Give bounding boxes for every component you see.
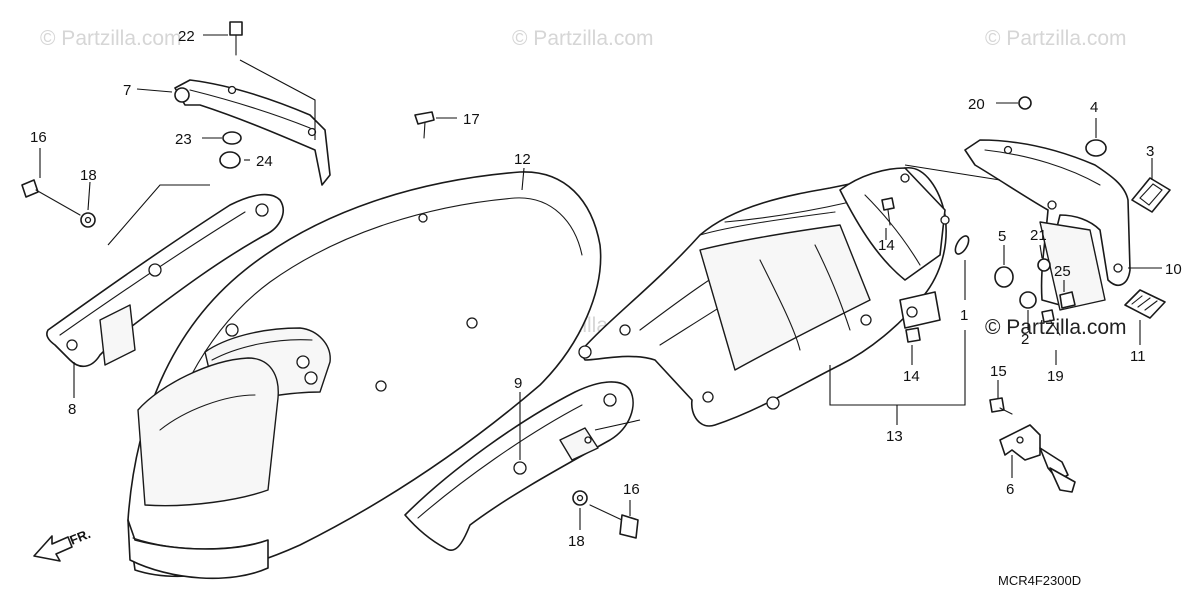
- callout-22: 22: [178, 28, 195, 45]
- watermark-top-left: © Partzilla.com: [40, 27, 182, 50]
- fender-stay-part-9: [404, 381, 634, 551]
- callout-1: 1: [960, 307, 968, 324]
- front-direction-arrow: FR.: [33, 526, 93, 562]
- callout-9: 9: [514, 375, 522, 392]
- callout-12: 12: [514, 151, 531, 168]
- front-arrow-icon: [33, 535, 73, 562]
- watermark-right: © Partzilla.com: [985, 316, 1127, 339]
- callout-24: 24: [256, 153, 273, 170]
- rubber-pad-part-3: [1131, 177, 1171, 213]
- diagram-code: MCR4F2300D: [998, 573, 1081, 588]
- front-arrow-label: FR.: [68, 526, 93, 548]
- rear-bracket-part-10: [964, 139, 1131, 311]
- callout-14-upper: 14: [878, 237, 895, 254]
- callout-15: 15: [990, 363, 1007, 380]
- fasteners: [21, 21, 1107, 539]
- callout-3: 3: [1146, 143, 1154, 160]
- callout-20: 20: [968, 96, 985, 113]
- callout-labels: 22 7 23 24 16 18 8 17 12 9 16 18 14 14 1…: [30, 28, 1182, 550]
- inner-fender-part-13: [578, 167, 950, 427]
- callout-11: 11: [1130, 348, 1146, 365]
- callout-10: 10: [1165, 261, 1182, 278]
- callout-5: 5: [998, 228, 1006, 245]
- rear-fender-part-12: [127, 171, 602, 580]
- callout-4: 4: [1090, 99, 1098, 116]
- callout-18-left: 18: [80, 167, 97, 184]
- callout-6: 6: [1006, 481, 1014, 498]
- callout-21: 21: [1030, 227, 1047, 244]
- fender-stay-part-8: [46, 193, 284, 368]
- callout-23: 23: [175, 131, 192, 148]
- callout-2: 2: [1021, 331, 1029, 348]
- callout-14-lower: 14: [903, 368, 920, 385]
- callout-7: 7: [123, 82, 131, 99]
- callout-18-bottom: 18: [568, 533, 585, 550]
- callout-16-bottom: 16: [623, 481, 640, 498]
- callout-8: 8: [68, 401, 76, 418]
- watermark-top-center: © Partzilla.com: [512, 27, 654, 50]
- callout-13: 13: [886, 428, 903, 445]
- bracket-part-7: [174, 79, 331, 186]
- leader-lines: [39, 34, 1162, 530]
- callout-16-left: 16: [30, 129, 47, 146]
- callout-19: 19: [1047, 368, 1064, 385]
- key-set-part-6: [999, 424, 1076, 493]
- reflector-part-11: [1124, 289, 1166, 319]
- callout-17: 17: [463, 111, 480, 128]
- watermark-top-right: © Partzilla.com: [985, 27, 1127, 50]
- callout-25: 25: [1054, 263, 1071, 280]
